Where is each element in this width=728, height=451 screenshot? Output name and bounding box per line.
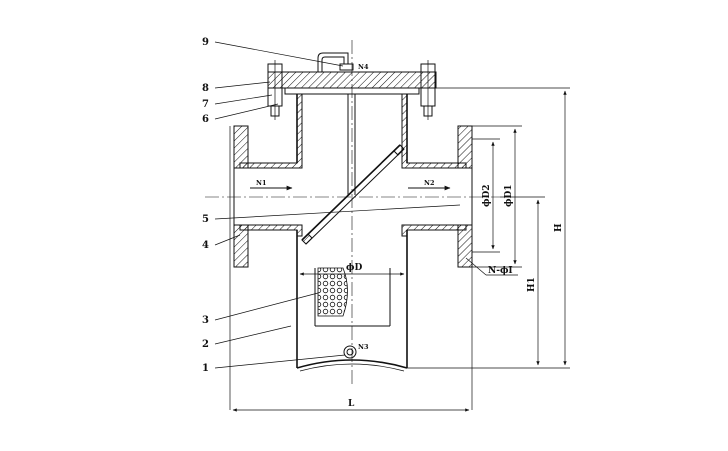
part-label-9: 9 — [202, 37, 209, 48]
strainer-body — [239, 93, 467, 372]
part-label-8: 8 — [202, 83, 209, 94]
center-rod — [347, 40, 356, 385]
part-label-3: 3 — [202, 315, 209, 326]
dimension-label-h1: H1 — [527, 277, 537, 292]
part-label-5: 5 — [202, 214, 209, 225]
inclined-screen — [301, 144, 405, 245]
port-label-n3: N3 — [358, 343, 369, 351]
dimension-lines — [232, 87, 570, 412]
part-label-7: 7 — [202, 99, 209, 110]
drain-port — [343, 345, 357, 359]
part-label-1: 1 — [202, 363, 209, 374]
dimension-label-bolt-holes: N-ϕI — [488, 266, 513, 276]
port-label-n4: N4 — [358, 63, 369, 71]
filter-basket — [314, 267, 391, 327]
inlet-flange — [229, 125, 249, 410]
perforated-screen — [317, 267, 348, 317]
dimension-label-d2: ϕD2 — [482, 184, 492, 207]
part-label-6: 6 — [202, 114, 209, 125]
port-label-n1: N1 — [256, 179, 266, 187]
port-label-n2: N2 — [424, 179, 434, 187]
dimension-label-l: L — [348, 399, 355, 409]
part-label-4: 4 — [202, 240, 209, 251]
vent-handle — [317, 52, 354, 72]
part-leaders — [214, 41, 461, 369]
part-label-2: 2 — [202, 339, 209, 350]
dimension-label-d: ϕD — [346, 263, 362, 273]
outlet-flange — [457, 125, 473, 410]
dimension-label-h: H — [554, 223, 564, 232]
dimension-label-d1: ϕD1 — [504, 184, 514, 207]
